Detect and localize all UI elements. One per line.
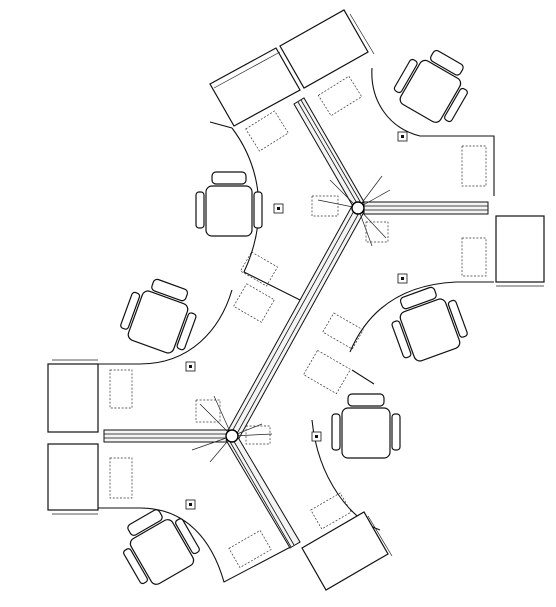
dashed-furniture-outlines: [109, 75, 487, 569]
office-chair: [195, 171, 263, 237]
floor-marker: [273, 203, 284, 214]
spine-hub2-lower: [225, 433, 301, 549]
floor-marker: [185, 499, 196, 510]
hub-2: [191, 395, 273, 463]
office-chair: [123, 509, 200, 585]
spine-hub1-right: [363, 201, 489, 215]
floor-marker: [397, 131, 408, 142]
hub-connector: [351, 201, 365, 215]
hub-1: [311, 175, 391, 247]
file-cabinet: [279, 9, 375, 89]
spine-hub2-left: [103, 429, 229, 443]
office-chair: [331, 393, 401, 459]
file-cabinet: [495, 215, 545, 287]
spine-hub1-upper: [293, 97, 365, 209]
hub-connector: [225, 429, 239, 443]
floor-markers: [185, 131, 408, 510]
floor-marker: [397, 273, 408, 284]
file-cabinet: [301, 511, 393, 591]
file-cabinet: [47, 443, 99, 515]
office-chairs: [120, 49, 468, 585]
panel-spines: [103, 97, 489, 549]
file-cabinet: [47, 359, 99, 433]
floor-marker: [311, 431, 322, 442]
file-cabinets: [47, 9, 545, 591]
office-chair: [393, 49, 468, 123]
file-cabinet: [209, 47, 301, 127]
office-chair: [120, 278, 197, 354]
floor-marker: [185, 361, 196, 372]
office-chair: [391, 286, 468, 362]
spine-hub1-hub2: [225, 205, 365, 441]
